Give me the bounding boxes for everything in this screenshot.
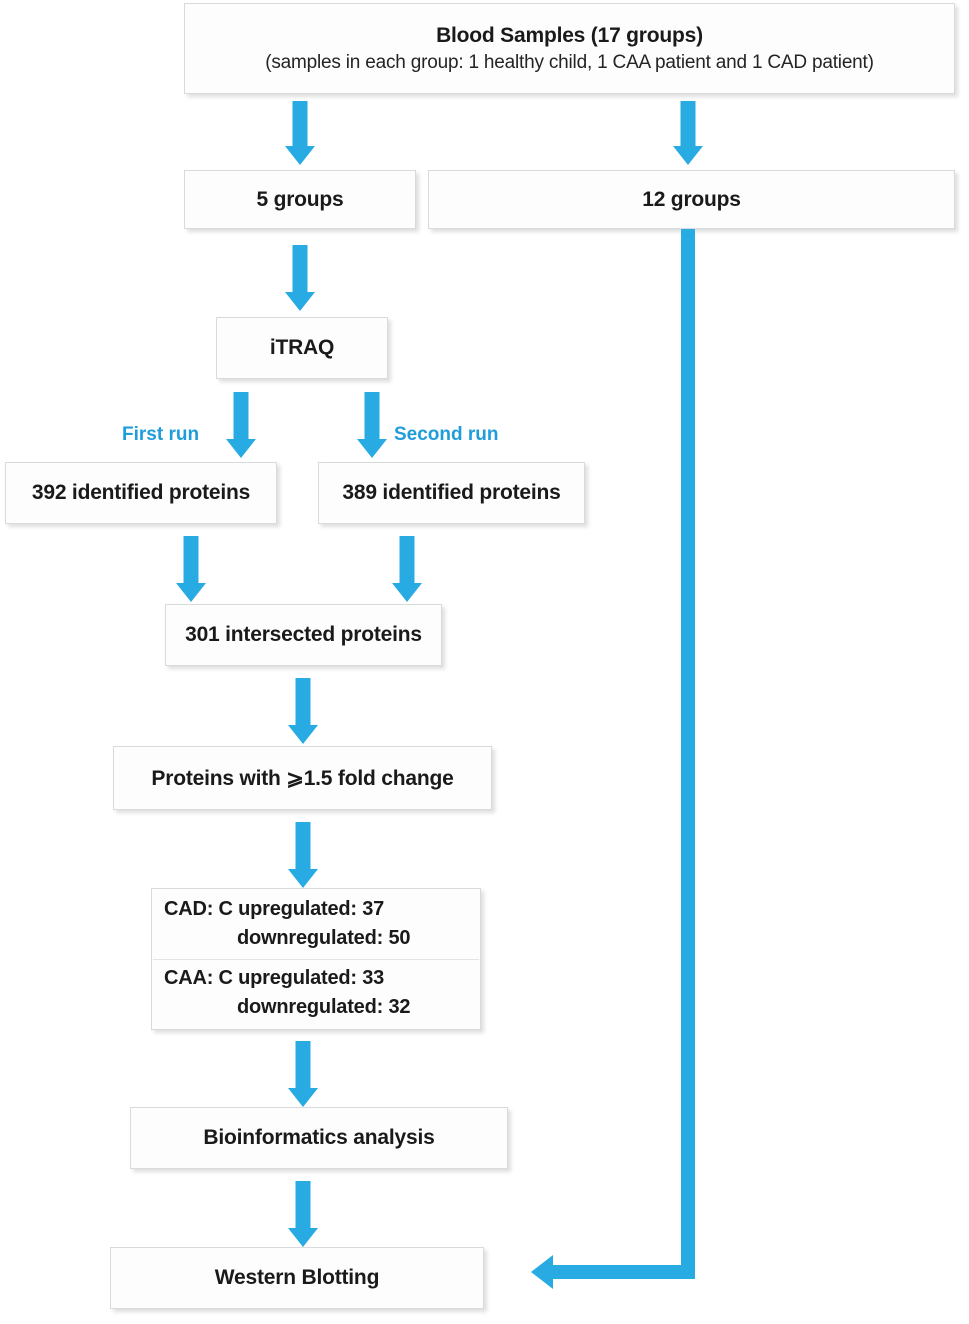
arrow-head xyxy=(288,1088,318,1107)
node-regulation-counts: CAD: C upregulated: 37 downregulated: 50… xyxy=(151,888,481,1030)
arrow-389-to-intersected xyxy=(390,536,424,602)
arrow-392-to-intersected xyxy=(174,536,208,602)
node-itraq: iTRAQ xyxy=(216,317,388,379)
cad-downregulated-line: downregulated: 50 xyxy=(237,927,411,949)
arrow-5groups-to-itraq xyxy=(283,245,317,311)
edge-label-first-run: First run xyxy=(122,424,200,445)
arrow-shaft xyxy=(295,822,311,872)
node-5-groups: 5 groups xyxy=(184,170,416,229)
arrow-head xyxy=(288,869,318,888)
node-western-blotting: Western Blotting xyxy=(110,1247,484,1309)
bioinformatics-label: Bioinformatics analysis xyxy=(203,1126,435,1149)
blood-samples-subtitle: (samples in each group: 1 healthy child,… xyxy=(265,51,874,73)
node-12-groups: 12 groups xyxy=(428,170,955,229)
node-389-identified-proteins: 389 identified proteins xyxy=(318,462,585,524)
arrow-head xyxy=(176,583,206,602)
arrow-head xyxy=(226,439,256,458)
edge-label-second-run: Second run xyxy=(394,424,499,445)
fold-change-label: Proteins with ⩾1.5 fold change xyxy=(151,766,454,790)
arrow-itraq-to-first-run xyxy=(224,392,258,458)
arrow-shaft xyxy=(364,392,380,442)
node-bioinformatics-analysis: Bioinformatics analysis xyxy=(130,1107,508,1169)
caa-upregulated-line: CAA: C upregulated: 33 xyxy=(164,967,385,989)
arrow-bioinformatics-to-western-blot xyxy=(286,1181,320,1247)
arrow-itraq-to-second-run xyxy=(355,392,389,458)
itraq-label: iTRAQ xyxy=(269,336,335,359)
arrow-shaft xyxy=(295,678,311,728)
arrow-regulation-to-bioinformatics xyxy=(286,1041,320,1107)
arrow-shaft xyxy=(183,536,199,586)
arrow-shaft xyxy=(680,101,696,149)
arrow-head xyxy=(673,146,703,165)
western-blot-label: Western Blotting xyxy=(214,1266,380,1289)
proteins-first-label: 392 identified proteins xyxy=(31,481,251,504)
arrow-head xyxy=(392,583,422,602)
arrow-head xyxy=(288,725,318,744)
arrow-head xyxy=(285,292,315,311)
arrow-fold-change-to-regulation xyxy=(286,822,320,888)
caa-downregulated-line: downregulated: 32 xyxy=(237,996,411,1018)
cad-upregulated-line: CAD: C upregulated: 37 xyxy=(164,898,385,920)
arrow-shaft xyxy=(292,245,308,295)
regulation-divider xyxy=(153,959,479,960)
arrow-shaft xyxy=(233,392,249,442)
arrow-shaft xyxy=(295,1181,311,1231)
blood-samples-title: Blood Samples (17 groups) xyxy=(436,23,703,47)
node-301-intersected-proteins: 301 intersected proteins xyxy=(165,604,442,666)
intersected-label: 301 intersected proteins xyxy=(185,623,422,646)
proteins-second-label: 389 identified proteins xyxy=(342,481,561,504)
twelve-groups-label: 12 groups xyxy=(642,187,741,211)
arrow-intersected-to-fold-change xyxy=(286,678,320,744)
five-groups-label: 5 groups xyxy=(256,187,344,211)
node-392-identified-proteins: 392 identified proteins xyxy=(5,462,277,524)
connector-12groups-horizontal xyxy=(553,1265,695,1279)
arrow-blood-to-12groups xyxy=(671,101,705,165)
connector-12groups-vertical xyxy=(681,229,695,1279)
arrow-head xyxy=(357,439,387,458)
node-blood-samples: Blood Samples (17 groups) (samples in ea… xyxy=(184,3,955,94)
connector-12groups-arrow-head xyxy=(531,1255,553,1289)
node-fold-change: Proteins with ⩾1.5 fold change xyxy=(113,746,492,810)
arrow-shaft xyxy=(295,1041,311,1091)
arrow-blood-to-5groups xyxy=(283,101,317,165)
arrow-shaft xyxy=(292,101,308,149)
arrow-head xyxy=(285,146,315,165)
arrow-shaft xyxy=(399,536,415,586)
arrow-head xyxy=(288,1228,318,1247)
